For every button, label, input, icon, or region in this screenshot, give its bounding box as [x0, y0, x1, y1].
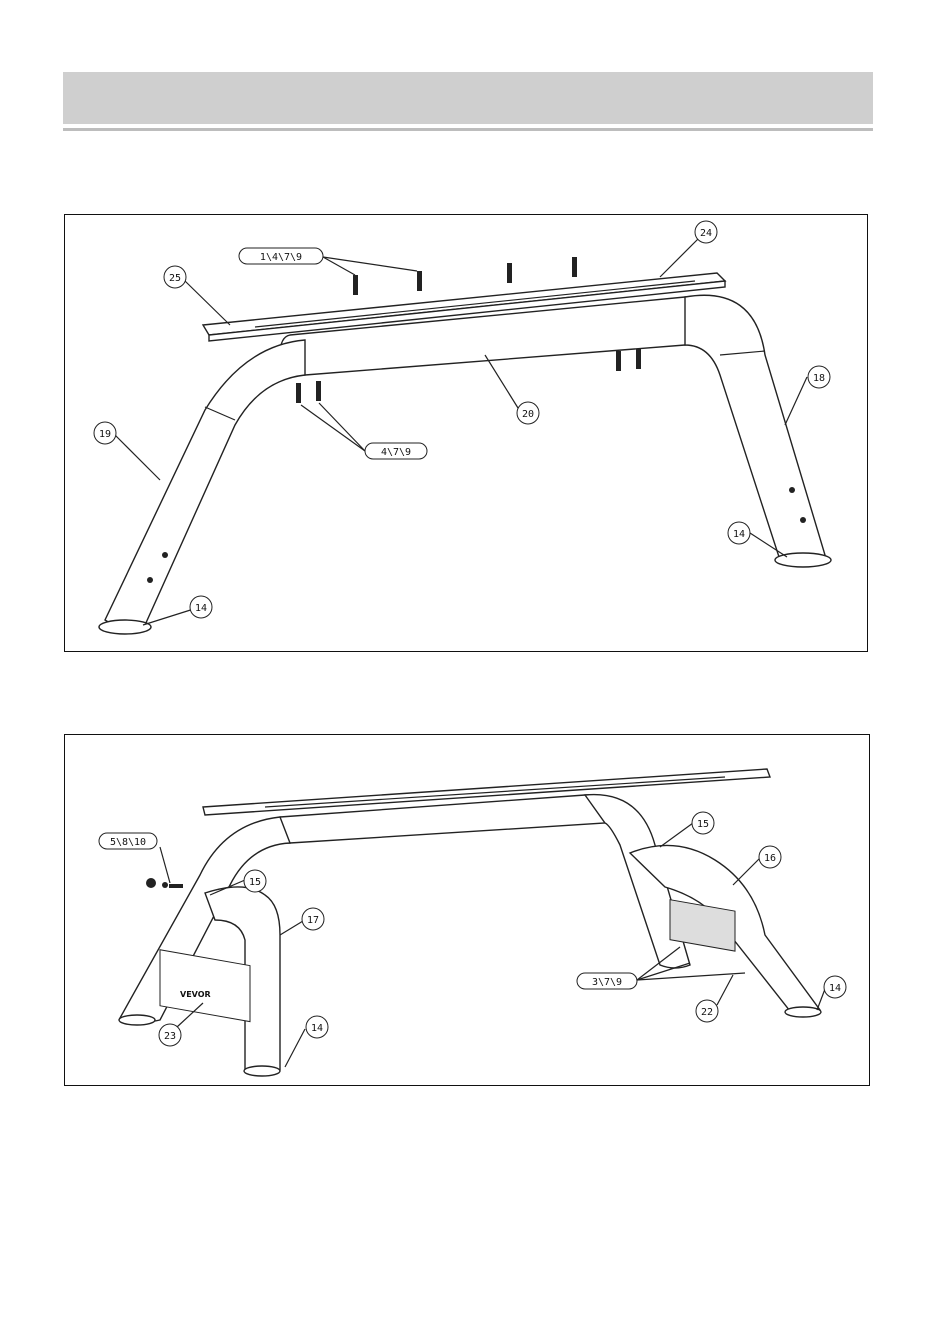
plate-brand-text: VEVOR	[180, 990, 211, 999]
callout-22: 22	[701, 1007, 713, 1018]
callout-14-right: 14	[733, 529, 745, 540]
callout-23: 23	[164, 1031, 176, 1042]
callout-14-left: 14	[311, 1023, 323, 1034]
callout-14-right: 14	[829, 983, 841, 994]
callout-19: 19	[99, 429, 111, 440]
callout-17: 17	[307, 915, 319, 926]
callout-20: 20	[522, 409, 534, 420]
figure-2-drawing: VEVOR 5\8\10 15 15 16 17 3\7\9 22 23	[65, 735, 871, 1087]
callout-24: 24	[700, 228, 712, 239]
assembly-figure-1: 1\4\7\9 24 25 18 19 20 4\7\9 14 14	[64, 214, 868, 652]
assembly-figure-2: VEVOR 5\8\10 15 15 16 17 3\7\9 22 23	[64, 734, 870, 1086]
callout-4-7-9: 4\7\9	[381, 447, 411, 458]
left-leg-tube	[99, 340, 305, 634]
callout-14-left: 14	[195, 603, 207, 614]
left-foot-cap	[99, 620, 151, 634]
header-rule	[63, 128, 873, 131]
right-leg-tube	[685, 295, 831, 567]
callout-1-4-7-9: 1\4\7\9	[260, 252, 302, 263]
callout-18: 18	[813, 373, 825, 384]
callout-25: 25	[169, 273, 181, 284]
callout-16: 16	[764, 853, 776, 864]
figure-1-drawing: 1\4\7\9 24 25 18 19 20 4\7\9 14 14	[65, 215, 869, 653]
callout-15-left: 15	[249, 877, 261, 888]
callout-15-right: 15	[697, 819, 709, 830]
hardware	[146, 878, 183, 888]
header-band	[63, 72, 873, 124]
callout-5-8-10: 5\8\10	[110, 837, 146, 848]
callout-3-7-9: 3\7\9	[592, 977, 622, 988]
